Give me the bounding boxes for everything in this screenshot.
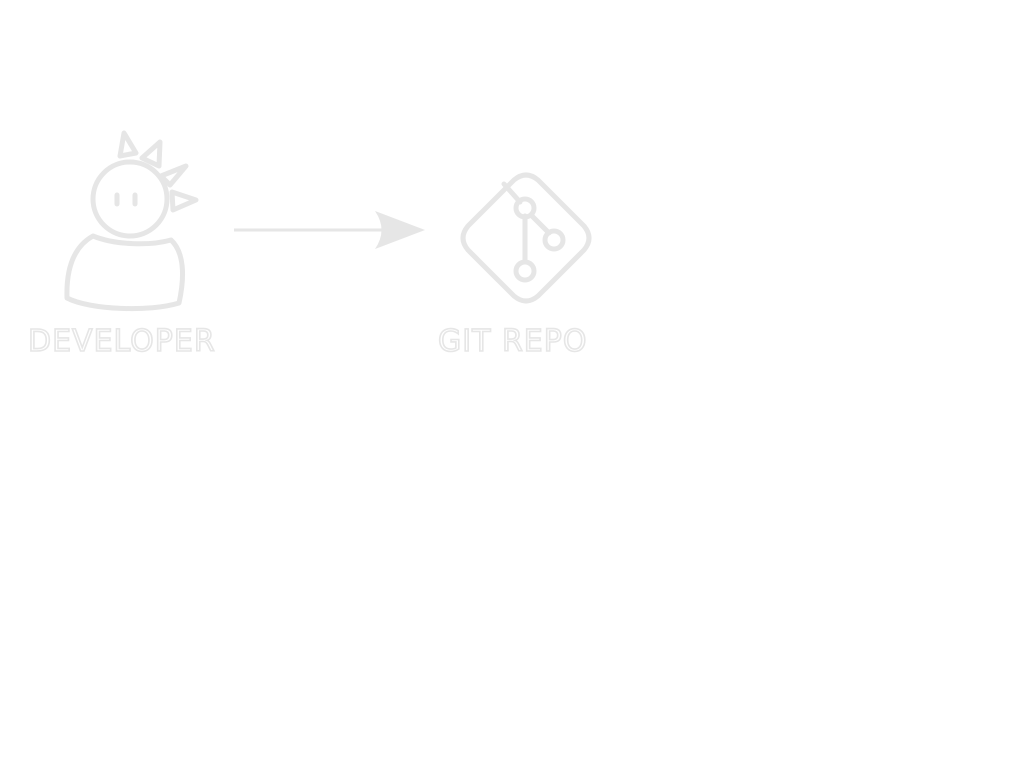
git-icon <box>460 172 592 304</box>
flow-arrow <box>234 211 425 249</box>
developer-icon <box>64 130 199 312</box>
git-repo-node <box>456 172 596 312</box>
git-repo-label: GIT REPO <box>437 324 588 359</box>
developer-label: DEVELOPER <box>27 324 216 359</box>
developer-node <box>60 128 200 316</box>
